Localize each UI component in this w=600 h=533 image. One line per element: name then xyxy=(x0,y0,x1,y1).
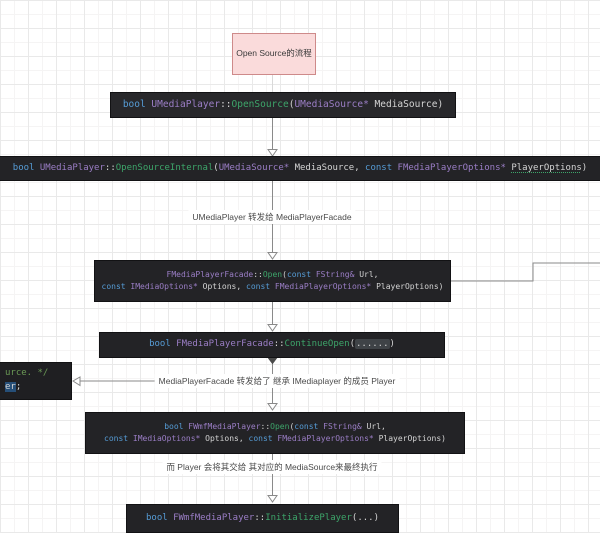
arrowhead-down-icon xyxy=(267,357,278,365)
code-node-initialize-player[interactable]: bool FWmfMediaPlayer::InitializePlayer(.… xyxy=(126,504,399,533)
note-forward-to-player[interactable]: MediaPlayerFacade 转发给了 继承 IMediaplayer 的… xyxy=(154,374,400,388)
code-line: urce. */ xyxy=(5,368,49,379)
code-node-opensource[interactable]: bool UMediaPlayer::OpenSource(UMediaSour… xyxy=(110,92,456,118)
arrowhead-down-icon xyxy=(267,324,278,332)
code-line: const IMediaOptions* Options, const FMed… xyxy=(104,434,446,443)
code-line: const IMediaOptions* Options, const FMed… xyxy=(101,282,444,291)
code-node-opensource-internal[interactable]: bool UMediaPlayer::OpenSourceInternal(UM… xyxy=(0,156,600,181)
flow-title-node[interactable]: Open Source的流程 xyxy=(232,33,316,75)
code-node-player-member-snippet[interactable]: urce. */ er; xyxy=(0,362,72,400)
code-line: bool UMediaPlayer::OpenSourceInternal(UM… xyxy=(12,162,588,173)
arrowhead-left-icon xyxy=(72,376,81,387)
code-node-wmf-open[interactable]: bool FWmfMediaPlayer::Open(const FString… xyxy=(85,412,465,454)
arrowhead-down-icon xyxy=(267,252,278,260)
code-line: bool FMediaPlayerFacade::ContinueOpen(..… xyxy=(149,339,395,350)
code-line: bool UMediaPlayer::OpenSource(UMediaSour… xyxy=(122,98,444,110)
code-line: bool FWmfMediaPlayer::InitializePlayer(.… xyxy=(145,512,379,523)
flow-title-label: Open Source的流程 xyxy=(236,48,312,59)
code-line: FMediaPlayerFacade::Open(const FString& … xyxy=(166,269,379,279)
arrowhead-down-icon xyxy=(267,495,278,503)
code-line: bool FWmfMediaPlayer::Open(const FString… xyxy=(164,421,386,431)
connector-facade-offscreen-right xyxy=(451,262,600,282)
code-node-continue-open[interactable]: bool FMediaPlayerFacade::ContinueOpen(..… xyxy=(99,332,445,358)
note-forward-to-facade[interactable]: UMediaPlayer 转发给 MediaPlayerFacade xyxy=(188,210,356,224)
code-line: er; xyxy=(5,382,22,392)
code-node-facade-open[interactable]: FMediaPlayerFacade::Open(const FString& … xyxy=(94,260,451,302)
note-forward-to-mediasource[interactable]: 而 Player 会将其交给 其对应的 MediaSource来最终执行 xyxy=(162,460,382,474)
arrowhead-down-icon xyxy=(267,403,278,411)
